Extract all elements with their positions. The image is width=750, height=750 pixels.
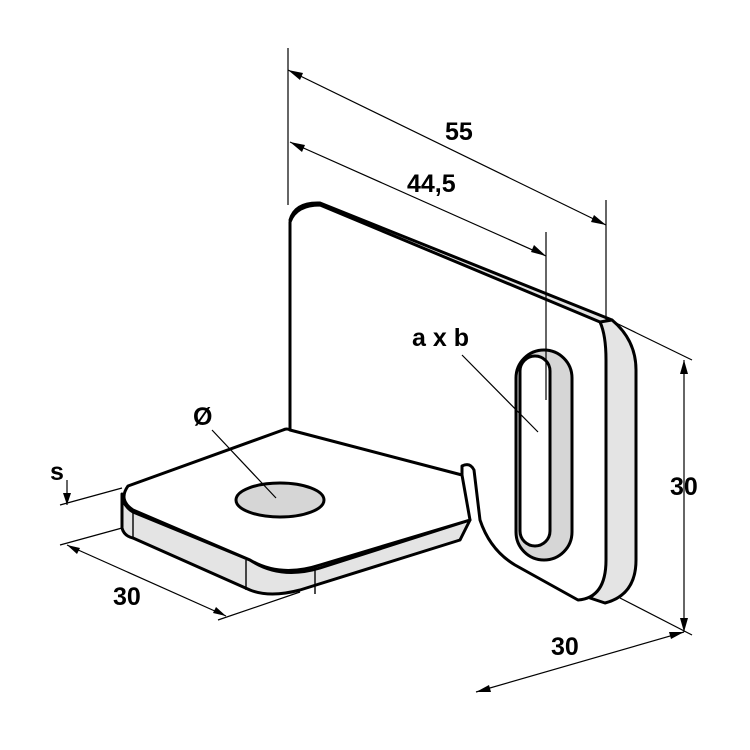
label-slot-size: a x b <box>412 324 469 352</box>
slot-hole <box>514 348 574 562</box>
label-height: 30 <box>670 473 698 501</box>
ext-line-thickness-top <box>59 487 123 506</box>
dim-line-width <box>475 631 685 693</box>
dimension-44-5: 44,5 <box>289 141 547 400</box>
arrow-height-bottom <box>680 618 688 632</box>
dimension-width: 30 <box>475 631 685 693</box>
dimension-55: 55 <box>287 48 607 322</box>
ext-line-height-bottom <box>619 597 693 636</box>
label-44-5: 44,5 <box>407 170 456 198</box>
hole-diameter-callout: Ø <box>193 403 277 499</box>
dim-line-44-5 <box>289 141 547 257</box>
label-width: 30 <box>551 633 579 661</box>
dimension-height: 30 <box>613 321 698 636</box>
arrow-base-depth-right <box>213 607 226 616</box>
ext-line-thickness-bottom <box>59 527 123 546</box>
ext-line-base-depth <box>217 591 301 621</box>
slot-size-callout: a x b <box>412 324 539 433</box>
leader-hole-diameter <box>211 429 277 499</box>
ext-line-height-top <box>613 321 693 361</box>
label-thickness: s <box>50 458 64 486</box>
arrow-44-5-left <box>290 142 305 152</box>
dimension-base-depth: 30 <box>66 544 301 621</box>
arrow-width-right <box>669 632 684 639</box>
dim-line-base-depth <box>66 544 227 617</box>
dimension-thickness: s <box>50 458 123 546</box>
label-55: 55 <box>445 118 473 146</box>
arrow-width-left <box>476 685 491 692</box>
slot-inner <box>518 354 552 548</box>
label-base-depth: 30 <box>113 583 141 611</box>
base-plate-front-edge <box>120 492 472 596</box>
arrow-thickness <box>63 493 71 505</box>
arrow-base-depth-left <box>67 545 80 554</box>
arrow-44-5-right <box>531 245 546 256</box>
dim-line-55 <box>287 69 607 226</box>
label-hole-diameter: Ø <box>193 403 212 431</box>
leader-slot-size <box>461 354 539 433</box>
arrow-height-top <box>680 360 688 374</box>
mounting-hole <box>234 481 326 519</box>
arrow-55-right <box>591 215 606 225</box>
arrow-55-left <box>288 70 303 80</box>
